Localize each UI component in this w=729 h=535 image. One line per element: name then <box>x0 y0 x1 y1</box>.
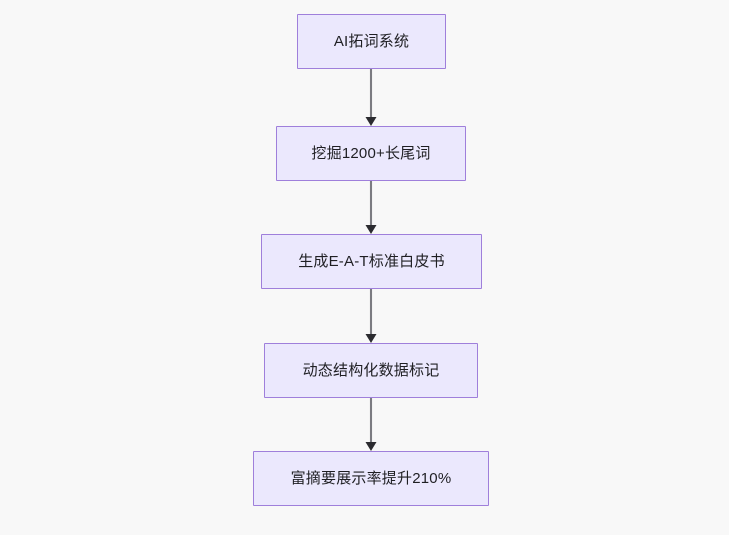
flowchart-edge-arrowhead <box>365 334 377 343</box>
flowchart-edge-arrowhead <box>365 225 377 234</box>
flowchart-node-ai-keyword-system[interactable]: AI拓词系统 <box>297 14 446 69</box>
flowchart-node-label: 动态结构化数据标记 <box>302 362 440 379</box>
flowchart-node-structured-data-markup[interactable]: 动态结构化数据标记 <box>264 343 478 398</box>
flowchart-node-label: 生成E-A-T标准白皮书 <box>298 253 445 270</box>
flowchart-node-longtail-keywords[interactable]: 挖掘1200+长尾词 <box>276 126 466 181</box>
flowchart-node-label: AI拓词系统 <box>333 33 410 50</box>
flowchart-edge-arrowhead <box>365 442 377 451</box>
flowchart-node-eat-whitepaper[interactable]: 生成E-A-T标准白皮书 <box>261 234 482 289</box>
flowchart-node-rich-snippet-uplift[interactable]: 富摘要展示率提升210% <box>253 451 489 506</box>
flowchart-edge-arrowhead <box>365 117 377 126</box>
flowchart-node-label: 挖掘1200+长尾词 <box>311 145 431 162</box>
flowchart-node-label: 富摘要展示率提升210% <box>290 470 452 487</box>
